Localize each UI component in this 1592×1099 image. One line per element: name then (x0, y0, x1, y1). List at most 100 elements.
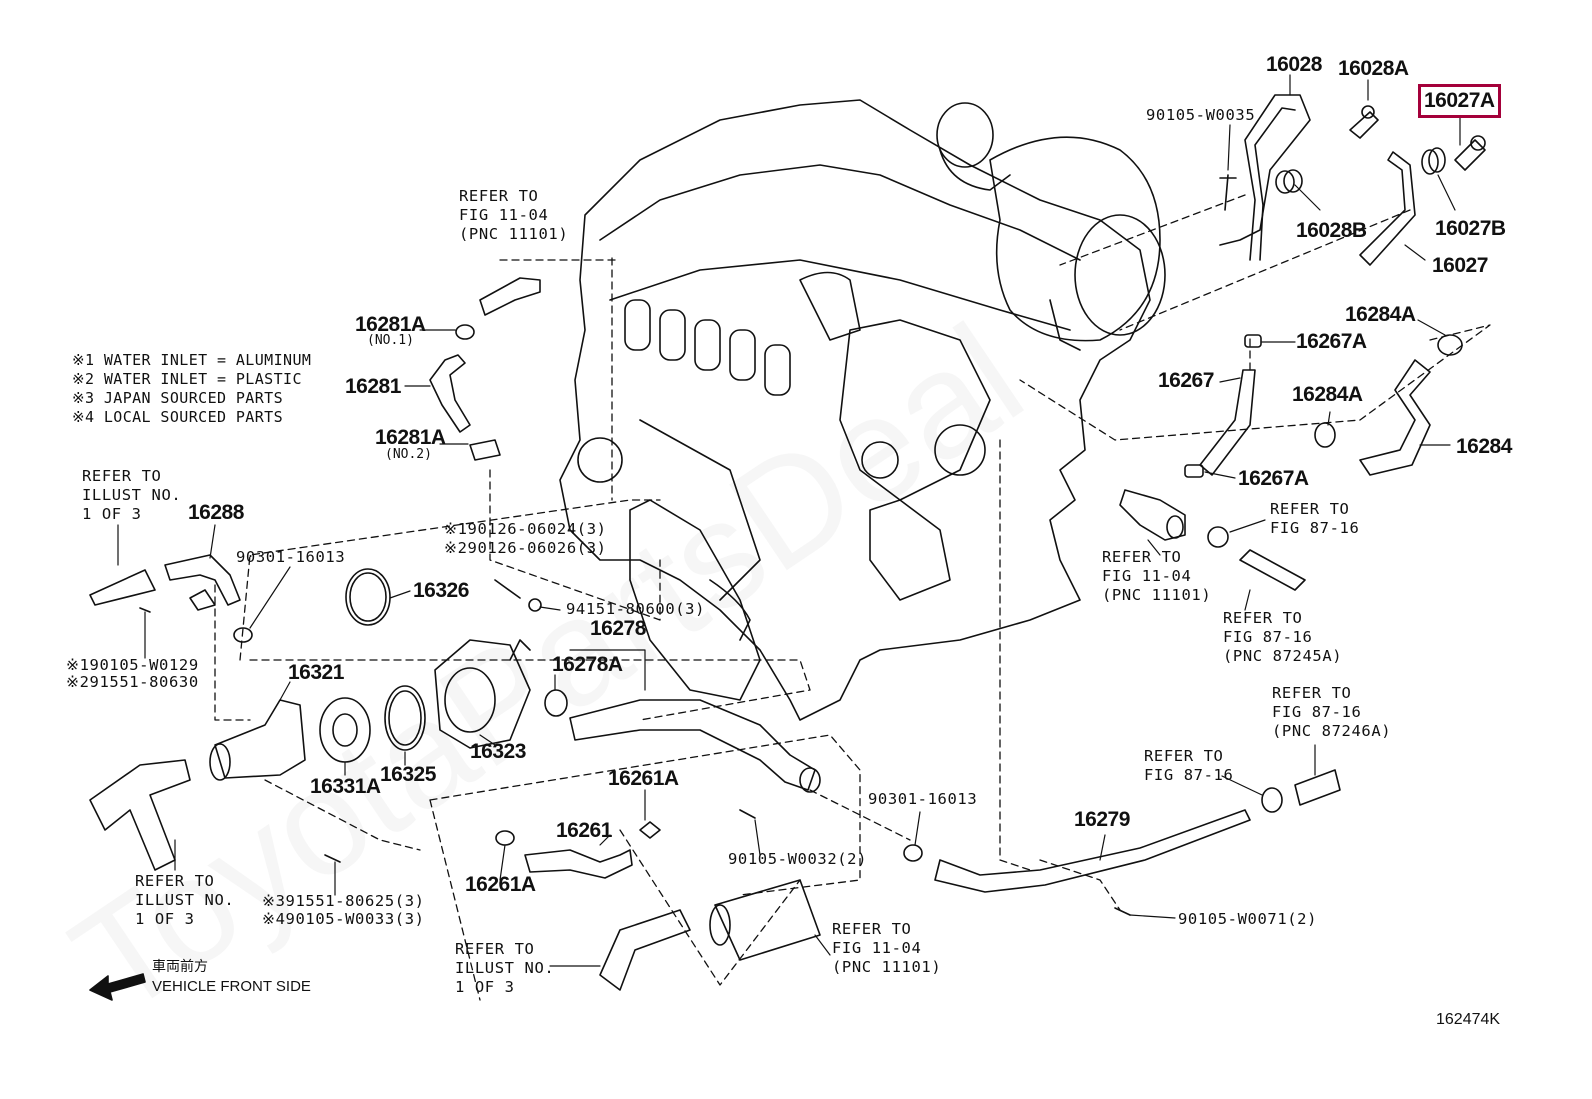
part-16267A-bottom[interactable]: 16267A (1238, 467, 1309, 490)
part-16326[interactable]: 16326 (413, 579, 469, 602)
part-16331A[interactable]: 16331A (310, 775, 381, 798)
part-190105-W0129[interactable]: ※190105-W0129 (66, 656, 199, 674)
part-94151-80600[interactable]: 94151-80600(3) (566, 600, 706, 618)
part-16027B[interactable]: 16027B (1435, 217, 1506, 240)
bolt-391551-80625 (324, 854, 341, 863)
pipe-16279 (934, 809, 1251, 893)
part-16261A-top[interactable]: 16261A (608, 767, 679, 790)
note-water-inlet-aluminum: ※1 WATER INLET = ALUMINUM (72, 351, 312, 369)
hose-16267 (1184, 334, 1262, 478)
part-16028B[interactable]: 16028B (1296, 219, 1367, 242)
hose-87-16-b (1261, 769, 1341, 813)
hose-16288 (89, 554, 241, 611)
part-90105-W0071[interactable]: 90105-W0071(2) (1178, 910, 1318, 928)
water-outlet-right (1119, 489, 1186, 541)
hose-87-16-a (1207, 526, 1306, 591)
hose-16261 (524, 821, 661, 879)
part-16028A[interactable]: 16028A (1338, 57, 1409, 80)
part-291551-80630[interactable]: ※291551-80630 (66, 673, 199, 691)
oring-90301-16013-a (233, 627, 253, 643)
part-16281A-no2[interactable]: 16281A (375, 426, 446, 449)
hose-bottom-mid (599, 909, 691, 991)
note-water-inlet-plastic: ※2 WATER INLET = PLASTIC (72, 370, 302, 388)
part-90105-W0035[interactable]: 90105-W0035 (1146, 106, 1256, 124)
refer-fig-87-16-87246A[interactable]: REFER TO FIG 87-16 (PNC 87246A) (1272, 684, 1392, 740)
note-local-sourced: ※4 LOCAL SOURCED PARTS (72, 408, 284, 426)
refer-illust-left[interactable]: REFER TO ILLUST NO. 1 OF 3 (82, 467, 182, 523)
leader-lines (214, 194, 1491, 1001)
oring-90301-16013-b (903, 844, 923, 862)
part-16278[interactable]: 16278 (590, 617, 646, 640)
part-16325[interactable]: 16325 (380, 763, 436, 786)
refer-fig-87-16-a[interactable]: REFER TO FIG 87-16 (1270, 500, 1360, 537)
hose-top-refer-1104 (479, 277, 541, 316)
direction-label-jp: 車両前方 (152, 959, 208, 975)
refer-illust-bottom-mid[interactable]: REFER TO ILLUST NO. 1 OF 3 (455, 940, 555, 996)
part-90301-16013-b[interactable]: 90301-16013 (868, 790, 978, 808)
refer-fig-87-16-b[interactable]: REFER TO FIG 87-16 (1144, 747, 1234, 784)
gasket-16325 (384, 685, 426, 751)
hose-bottom-left (89, 759, 191, 871)
part-90105-W0032[interactable]: 90105-W0032(2) (728, 850, 868, 868)
part-16278A[interactable]: 16278A (552, 653, 623, 676)
gasket-16028B (1275, 169, 1303, 194)
refer-illust-bottom-left[interactable]: REFER TO ILLUST NO. 1 OF 3 (135, 872, 235, 928)
hose-16028 (1219, 94, 1311, 261)
part-290126-06026[interactable]: ※290126-06026(3) (444, 539, 607, 557)
refer-fig-11-04-bottom[interactable]: REFER TO FIG 11-04 (PNC 11101) (832, 920, 942, 976)
part-16284A-top[interactable]: 16284A (1345, 303, 1416, 326)
callout-lines (117, 74, 1461, 967)
part-16261A-bottom[interactable]: 16261A (465, 873, 536, 896)
part-16028[interactable]: 16028 (1266, 53, 1322, 76)
engine-block (559, 99, 1151, 721)
part-16261[interactable]: 16261 (556, 819, 612, 842)
turbo-assembly (936, 102, 1166, 351)
part-490105-W0033[interactable]: ※490105-W0033(3) (262, 910, 425, 928)
oring-16326 (345, 568, 391, 626)
refer-fig-87-16-87245A[interactable]: REFER TO FIG 87-16 (PNC 87245A) (1223, 609, 1343, 665)
refer-fig-11-04-right[interactable]: REFER TO FIG 11-04 (PNC 11101) (1102, 548, 1212, 604)
part-16284A-mid[interactable]: 16284A (1292, 383, 1363, 406)
part-16281[interactable]: 16281 (345, 375, 401, 398)
pipe-16278 (569, 699, 821, 793)
refer-fig-11-04-top[interactable]: REFER TO FIG 11-04 (PNC 11101) (459, 187, 569, 243)
bolt-90105-W0032 (739, 809, 756, 819)
part-16027[interactable]: 16027 (1432, 254, 1488, 277)
part-90301-16013-a[interactable]: 90301-16013 (236, 548, 346, 566)
part-16281A-no1[interactable]: 16281A (355, 313, 426, 336)
hose-16281 (429, 324, 501, 461)
part-16321[interactable]: 16321 (288, 661, 344, 684)
oring-16278A (544, 689, 568, 717)
stud-19012606024 (494, 579, 542, 612)
hose-16027 (1359, 151, 1416, 266)
part-16279[interactable]: 16279 (1074, 808, 1130, 831)
note-japan-sourced: ※3 JAPAN SOURCED PARTS (72, 389, 284, 407)
part-16267A-top[interactable]: 16267A (1296, 330, 1367, 353)
bolt-16027A (1454, 135, 1486, 171)
hose-16284 (1359, 359, 1431, 476)
gasket-16027B (1421, 147, 1446, 175)
vehicle-front-arrow-icon (89, 973, 146, 1001)
diagram-id: 162474K (1436, 1011, 1501, 1028)
part-16281A-no1-note: (NO.1) (367, 333, 414, 348)
direction-label-en: VEHICLE FRONT SIDE (152, 978, 311, 995)
housing-16323 (434, 639, 531, 749)
part-16323[interactable]: 16323 (470, 740, 526, 763)
pipe-bottom-1104 (709, 879, 821, 961)
clamp-16261A (495, 830, 515, 846)
part-16281A-no2-note: (NO.2) (385, 447, 432, 462)
bolt-90105-W0071 (1114, 907, 1131, 916)
bolt-190105-W0129 (139, 607, 151, 613)
part-391551-80625[interactable]: ※391551-80625(3) (262, 892, 425, 910)
part-190126-06024[interactable]: ※190126-06024(3) (444, 520, 607, 538)
water-inlet-16321 (209, 699, 306, 781)
bolt-16028A (1349, 105, 1379, 139)
part-16284[interactable]: 16284 (1456, 435, 1512, 458)
part-16027A-highlighted[interactable]: 16027A (1418, 83, 1501, 119)
part-16267[interactable]: 16267 (1158, 369, 1214, 392)
bolt-90105-W0035 (1219, 174, 1237, 211)
clamp-16284A (1314, 334, 1463, 448)
thermostat-16331A (319, 697, 371, 763)
part-16288[interactable]: 16288 (188, 501, 244, 524)
